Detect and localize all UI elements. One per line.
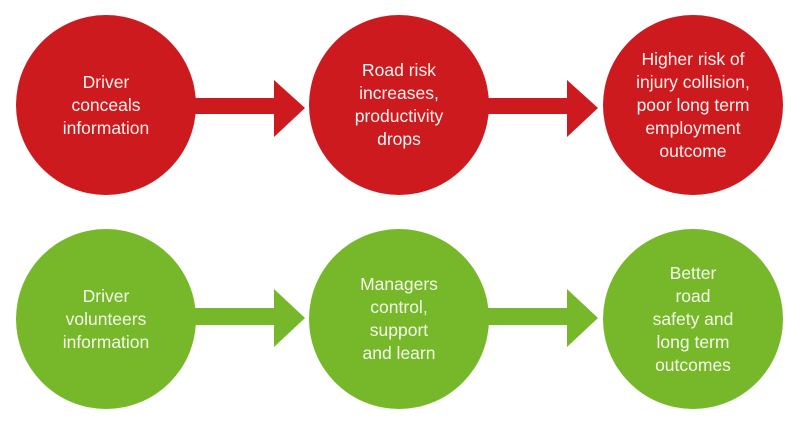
arrow-right-icon <box>486 289 598 347</box>
step-driver-conceals-information: Driver conceals information <box>16 15 196 195</box>
step-road-risk-increases: Road risk increases, productivity drops <box>309 15 489 195</box>
step-label: Driver volunteers information <box>62 285 150 352</box>
step-label: Driver conceals information <box>62 71 150 138</box>
step-better-road-safety: Better road safety and long term outcome… <box>603 229 783 409</box>
arrow-right-icon <box>193 289 305 347</box>
step-label: Higher risk of injury collision, poor lo… <box>636 48 750 161</box>
step-label: Better road safety and long term outcome… <box>652 262 734 375</box>
arrow-right-icon <box>486 80 598 137</box>
step-label: Road risk increases, productivity drops <box>354 60 444 149</box>
step-label: Managers control, support and learn <box>360 274 438 363</box>
step-higher-risk-outcome: Higher risk of injury collision, poor lo… <box>603 15 783 195</box>
step-driver-volunteers-information: Driver volunteers information <box>16 229 196 409</box>
arrow-right-icon <box>193 80 305 137</box>
step-managers-control-support-learn: Managers control, support and learn <box>309 229 489 409</box>
